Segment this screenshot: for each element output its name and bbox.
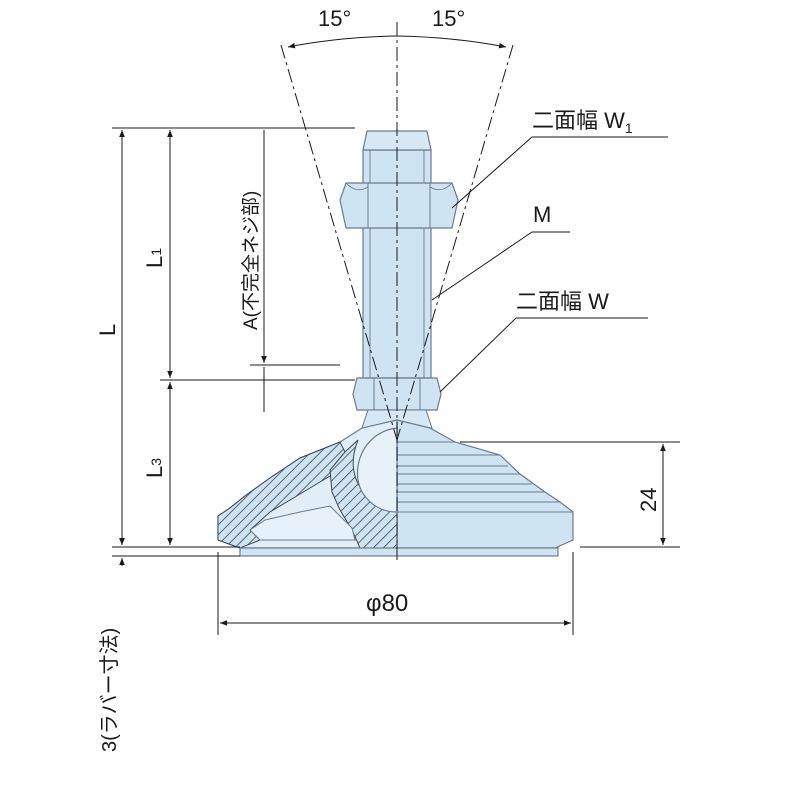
dim-rubber-label: 3(ラバー寸法) [98,628,121,752]
angle-left-label: 15° [318,6,351,31]
dim-phi80-label: φ80 [366,590,408,617]
centerlines [280,22,514,560]
dim-l3-label: L3 [142,458,167,478]
dim-l-label: L [95,324,120,336]
part-body [217,130,574,557]
angle-arc [287,35,507,49]
leader-m [431,231,570,301]
leader-w [439,317,648,393]
dim-24-label: 24 [636,488,661,512]
label-w: 二面幅 W [516,289,609,314]
dim-l1-label: L1 [142,248,167,268]
ball [356,427,398,513]
rubber-pad [239,547,559,557]
dim-a-label: A(不完全ネジ部) [240,191,262,330]
label-w1: 二面幅 W1 [532,108,633,136]
angle-right-label: 15° [432,6,465,31]
label-m: M [533,202,551,227]
leader-w1 [451,136,668,209]
lower-hex-nut [352,377,442,411]
